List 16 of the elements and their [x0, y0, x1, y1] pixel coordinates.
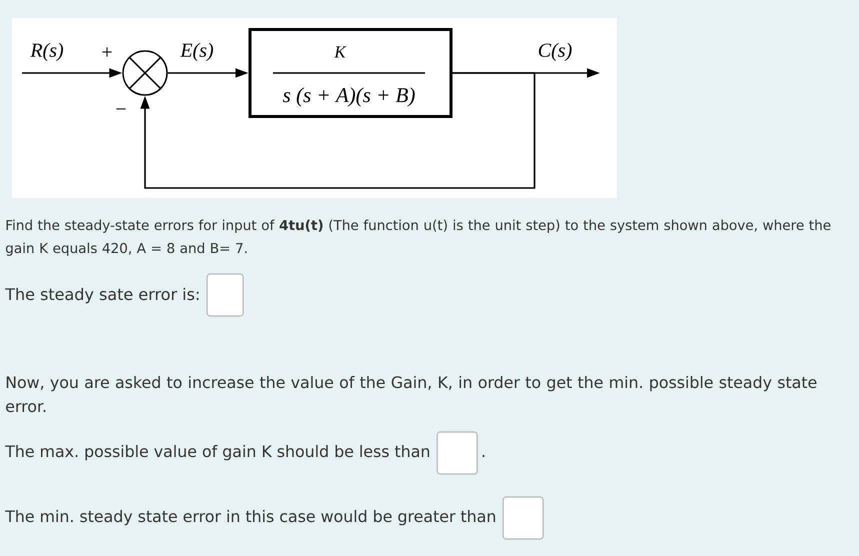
signal-label: R(s): [29, 42, 65, 62]
transfer-function-block: [248, 28, 452, 118]
period-mark: .: [482, 455, 484, 457]
sign-label: +: [102, 47, 112, 57]
numerator-text: K: [334, 46, 346, 58]
sign-label: −: [116, 108, 126, 110]
feedback-arrow: [140, 72, 536, 189]
question-text: Now, you are asked to increase the value of the Gain, K, in order to get the min. possible steady state error.: [6, 376, 816, 412]
signal-label: C(s): [536, 42, 574, 62]
summing-junction: [122, 50, 168, 96]
question-text: Find the steady-state errors for input of 4tu(t) (The function u(t) is the unit step) to the system shown above, where the gain K equals 420, A = 8 and B= 7.: [6, 220, 830, 256]
signal-label: E(s): [179, 42, 215, 62]
prompt-text: The min. steady state error in this case would be greater than: [5, 510, 496, 526]
prompt-text: The max. possible value of gain K should be less than: [5, 445, 430, 460]
denominator-text: s (s + A)(s + B): [282, 87, 415, 107]
prompt-text: The steady sate error is:: [5, 288, 198, 304]
